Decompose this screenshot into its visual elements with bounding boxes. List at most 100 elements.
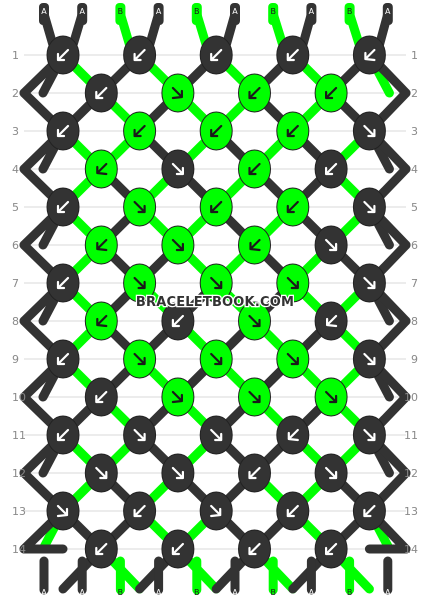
knot-arrow-icon <box>363 200 376 214</box>
row-label-right: 7 <box>411 277 418 290</box>
knot <box>84 301 118 341</box>
knot <box>238 377 271 417</box>
string-top-label: A <box>232 7 238 16</box>
row-label-left: 4 <box>12 163 19 176</box>
string-top-label: A <box>385 7 391 16</box>
knot-arrow-icon <box>210 200 223 214</box>
row-label-left: 1 <box>12 49 19 62</box>
row-label-right: 2 <box>411 87 418 100</box>
knot <box>84 225 118 265</box>
knot-arrow-icon <box>133 200 146 214</box>
string-bottom-label: B <box>194 588 200 597</box>
string-top <box>268 3 279 25</box>
knot-arrow-icon <box>133 276 146 290</box>
row-label-left: 9 <box>12 353 19 366</box>
knot <box>314 73 348 113</box>
knot <box>276 491 310 531</box>
knot-arrow-icon <box>248 390 261 404</box>
row-label-right: 1 <box>411 49 418 62</box>
string-bottom-label: A <box>385 588 391 597</box>
knot <box>123 491 157 531</box>
knot-arrow-icon <box>95 86 108 100</box>
string-top <box>382 3 393 25</box>
row-label-right: 8 <box>411 315 418 328</box>
knot <box>276 35 310 75</box>
row-label-left: 7 <box>12 277 19 290</box>
knot <box>314 301 348 341</box>
knot <box>46 415 80 455</box>
knot <box>199 339 233 379</box>
string-top-label: B <box>118 7 124 16</box>
knot-arrow-icon <box>210 428 223 442</box>
knot-arrow-icon <box>326 314 338 328</box>
string-bottom-label: A <box>309 588 315 597</box>
knot-arrow-icon <box>286 504 299 518</box>
knot-arrow-icon <box>210 124 223 138</box>
knot-arrow-icon <box>56 124 70 138</box>
row-label-right: 12 <box>404 467 418 480</box>
knot-arrow-icon <box>171 162 184 176</box>
knot-arrow-icon <box>171 314 184 328</box>
knot-arrow-icon <box>56 276 70 290</box>
row-label-right: 4 <box>411 163 418 176</box>
knot-arrow-icon <box>286 352 299 366</box>
knot <box>352 415 386 455</box>
knot <box>46 35 80 75</box>
row-label-left: 13 <box>12 505 26 518</box>
knot <box>238 73 271 113</box>
knot-arrow-icon <box>210 276 223 290</box>
knot-arrow-icon <box>325 162 338 176</box>
knot-arrow-icon <box>210 504 222 518</box>
knot <box>199 111 233 151</box>
knot-arrow-icon <box>171 542 184 556</box>
knot-arrow-icon <box>56 200 70 214</box>
knot <box>199 415 233 455</box>
knot <box>84 453 118 493</box>
row-label-right: 6 <box>411 239 418 252</box>
knot <box>161 301 195 341</box>
string-bottom-label: A <box>79 588 85 597</box>
knot-arrow-icon <box>364 48 376 62</box>
knot <box>276 187 310 227</box>
knot-arrow-icon <box>96 238 108 252</box>
row-label-right: 5 <box>411 201 418 214</box>
row-label-left: 11 <box>12 429 26 442</box>
knot-arrow-icon <box>286 276 299 290</box>
knot <box>161 529 195 569</box>
knot <box>123 35 157 75</box>
knot <box>84 73 118 113</box>
knot-arrow-icon <box>363 352 376 366</box>
string-top-label: A <box>79 7 85 16</box>
string-top <box>77 3 88 25</box>
knot <box>276 339 310 379</box>
string-top <box>230 3 240 25</box>
knot <box>123 415 157 455</box>
row-label-right: 11 <box>404 429 418 442</box>
knot <box>161 225 195 265</box>
knot-arrow-icon <box>325 238 338 252</box>
knot-arrow-icon <box>56 352 70 366</box>
row-label-left: 5 <box>12 201 19 214</box>
string-bottom-label: A <box>232 588 238 597</box>
knot-arrow-icon <box>96 314 108 328</box>
string-top <box>344 3 355 25</box>
knot <box>238 529 271 569</box>
knot <box>46 111 80 151</box>
knot <box>123 187 157 227</box>
knot-arrow-icon <box>363 504 376 518</box>
string-top-label: A <box>309 7 315 16</box>
knot-arrow-icon <box>325 542 338 556</box>
knot <box>199 187 233 227</box>
knot <box>276 111 310 151</box>
string-top-label: A <box>156 7 162 16</box>
knot <box>123 111 157 151</box>
knot <box>314 225 348 265</box>
knot-arrow-icon <box>171 390 183 404</box>
knot-arrow-icon <box>248 542 261 556</box>
row-label-right: 13 <box>404 505 418 518</box>
knot <box>352 339 386 379</box>
knot <box>314 377 348 417</box>
